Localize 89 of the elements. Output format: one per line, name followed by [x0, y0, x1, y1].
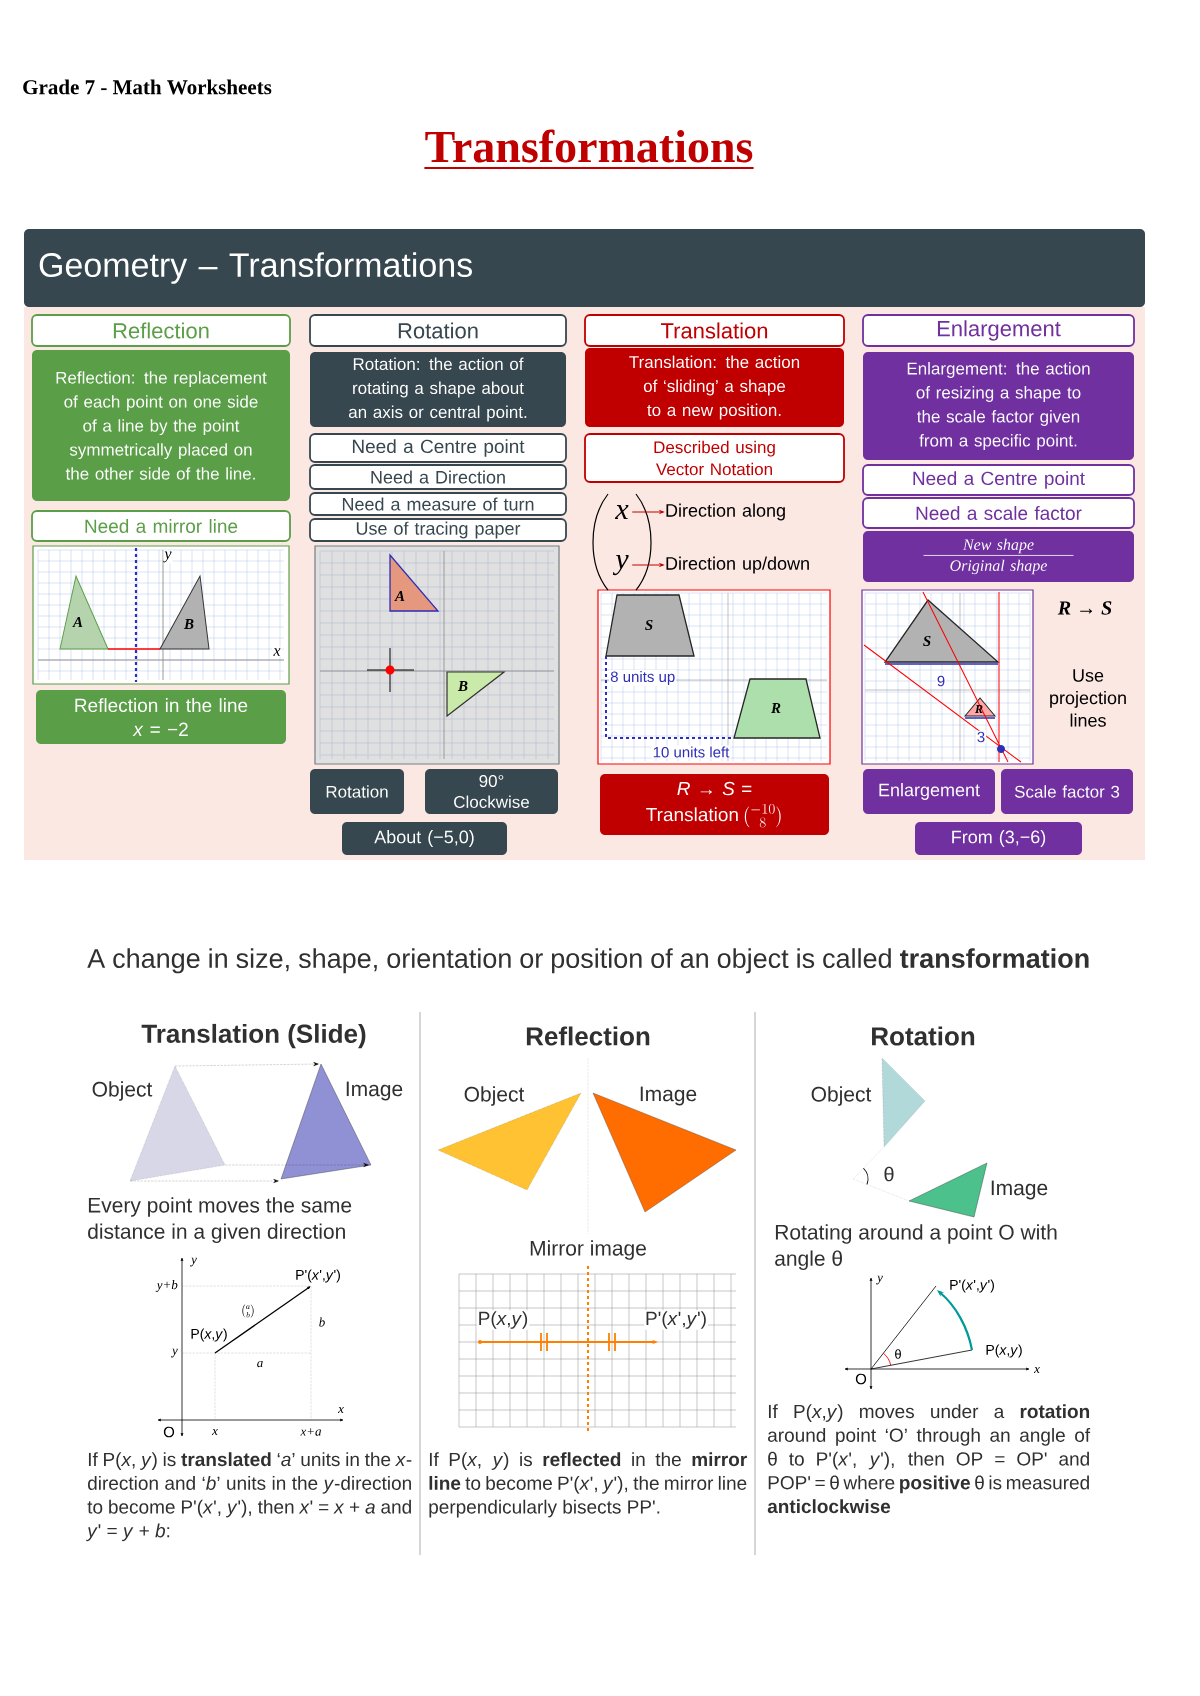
axis-label: x+a	[300, 1428, 322, 1436]
origin-label: O	[163, 1426, 175, 1438]
requirement-box: Need a Centre point	[862, 464, 1135, 496]
direction-label: Direction along	[666, 503, 785, 521]
shape-caption: Image	[640, 1086, 697, 1106]
summary-box: Reflection in the line x = −2	[36, 690, 286, 744]
definition-box: Translation: the action of ‘sliding’ a shape to a new position.	[585, 348, 844, 427]
measure-label: a	[257, 1360, 263, 1368]
requirement-box: Described using Vector Notation	[584, 433, 845, 483]
definition-box: Reflection: the replacement of each point on one side of a line by the point symmetrically placed on the other side of the line.	[32, 350, 290, 501]
shape-label: A	[72, 617, 83, 627]
axis-label: y	[876, 1275, 883, 1285]
point-label: P'(x',y')	[950, 1279, 994, 1293]
summary-box: Scale factor 3	[1001, 769, 1133, 814]
summary-box: 90° Clockwise	[425, 769, 558, 814]
vector-component: y	[612, 554, 629, 576]
measure-label: 8 units up	[609, 670, 677, 686]
intro-paragraph: A change in size, shape, orientation or position of an object is called transformation	[87, 948, 1089, 974]
shape-label: B	[183, 619, 194, 629]
shape-label: S	[923, 635, 931, 647]
axis-label: x	[272, 647, 282, 657]
definition-box: Rotation: the action of rotating a shape about an axis or central point.	[310, 352, 566, 427]
explanation-text: If P(x, y) is translated ‘a’ units in the x-direction and ‘b’ units in the y-direction to become P'(x', y'), then x' = x + a and y' = y + b:	[86, 1452, 412, 1542]
vector-component: x	[615, 505, 629, 519]
angle-label: θ	[895, 1349, 901, 1359]
shape-label: A	[394, 591, 405, 601]
definition-box: Enlargement: the action of resizing a shape to the scale factor given from a specific point.	[863, 352, 1134, 460]
point-label: P(x,y)	[476, 1310, 530, 1330]
heading-box: Translation	[584, 314, 845, 347]
shape-label: R	[771, 703, 781, 713]
heading-box: Reflection	[31, 314, 291, 347]
column-heading: Reflection	[526, 1026, 650, 1046]
axis-label: y	[170, 1348, 178, 1358]
vector-label: $\binom{a}{b}$	[242, 1304, 254, 1318]
column-heading: Translation (Slide)	[141, 1023, 366, 1049]
summary-box: About (−5,0)	[342, 822, 507, 855]
summary-box: R → S = Translation $\binom{-10}{8}$	[600, 774, 829, 835]
heading-box: Rotation	[309, 314, 567, 347]
shape-caption: Object	[464, 1086, 525, 1106]
explanation-text: If P(x,y) moves under a rotation around point ‘O’ through an angle of θ to P'(x', y'), then OP = OP' and POP' = θ where positive θ is measured anticlockwise	[767, 1404, 1091, 1514]
shape-label: S	[645, 619, 653, 631]
axis-label: x	[211, 1429, 218, 1435]
requirement-box: Need a Direction	[309, 464, 567, 490]
node-label: Translation: the action of ‘sliding’ a shape to a new position.	[629, 355, 800, 420]
axis-label: x	[1033, 1367, 1040, 1373]
arrow	[631, 510, 664, 514]
heading-box: Enlargement	[862, 314, 1135, 347]
caption-text: Rotating around a point O with angle θ	[775, 1224, 1057, 1271]
axis-label: y+b	[155, 1280, 178, 1292]
shape-caption: Object	[811, 1086, 872, 1106]
requirement-box: Use of tracing paper	[309, 518, 567, 542]
point-label: P(x,y)	[189, 1327, 229, 1343]
origin-label: O	[855, 1373, 867, 1385]
measure-label: 3	[975, 730, 987, 744]
node-label: Original shape	[950, 559, 1048, 575]
arrow	[631, 563, 664, 567]
measure-label: 10 units left	[651, 745, 731, 759]
header-text: Grade 7 - Math Worksheets	[23, 79, 272, 95]
shape-label: B	[457, 681, 468, 691]
point-label: P(x,y)	[986, 1344, 1022, 1358]
measure-label: b	[319, 1317, 325, 1327]
shape-caption: Image	[346, 1081, 403, 1101]
point-label: P'(x',y')	[296, 1269, 340, 1283]
shape-caption: Image	[991, 1180, 1048, 1200]
axis-label: x	[337, 1407, 344, 1413]
node-label: New shape	[962, 538, 1034, 554]
caption-text: Mirror image	[530, 1240, 646, 1260]
requirement-box: Need a mirror line	[31, 510, 291, 542]
summary-box: Enlargement	[863, 769, 995, 814]
summary-box: From (3,−6)	[915, 822, 1082, 855]
note-text: Use projection lines	[1050, 669, 1126, 727]
page-title: Transformations	[423, 129, 755, 169]
column-heading: Rotation	[872, 1026, 975, 1046]
shape-caption: Object	[92, 1081, 153, 1101]
requirement-box: Need a Centre point	[309, 433, 567, 463]
angle-label: θ	[884, 1166, 894, 1182]
requirement-box: Need a measure of turn	[309, 492, 567, 516]
fraction-box: New shape Original shape	[863, 531, 1134, 582]
rule-label: R → S	[1057, 601, 1112, 615]
summary-box: Rotation	[310, 769, 404, 814]
axis-label: y	[190, 1257, 197, 1267]
explanation-text: If P(x, y) is reflected in the mirror line to become P'(x', y'), the mirror line perpendicularly bisects PP'.	[429, 1452, 747, 1518]
direction-label: Direction up/down	[666, 556, 809, 574]
measure-label: 9	[935, 674, 947, 688]
caption-text: Every point moves the same distance in a given direction	[88, 1197, 352, 1244]
point-label: P'(x',y')	[644, 1310, 708, 1330]
title-banner: Geometry – Transformations	[24, 229, 1145, 307]
shape-label: R	[975, 705, 983, 713]
requirement-box: Need a scale factor	[862, 497, 1135, 529]
